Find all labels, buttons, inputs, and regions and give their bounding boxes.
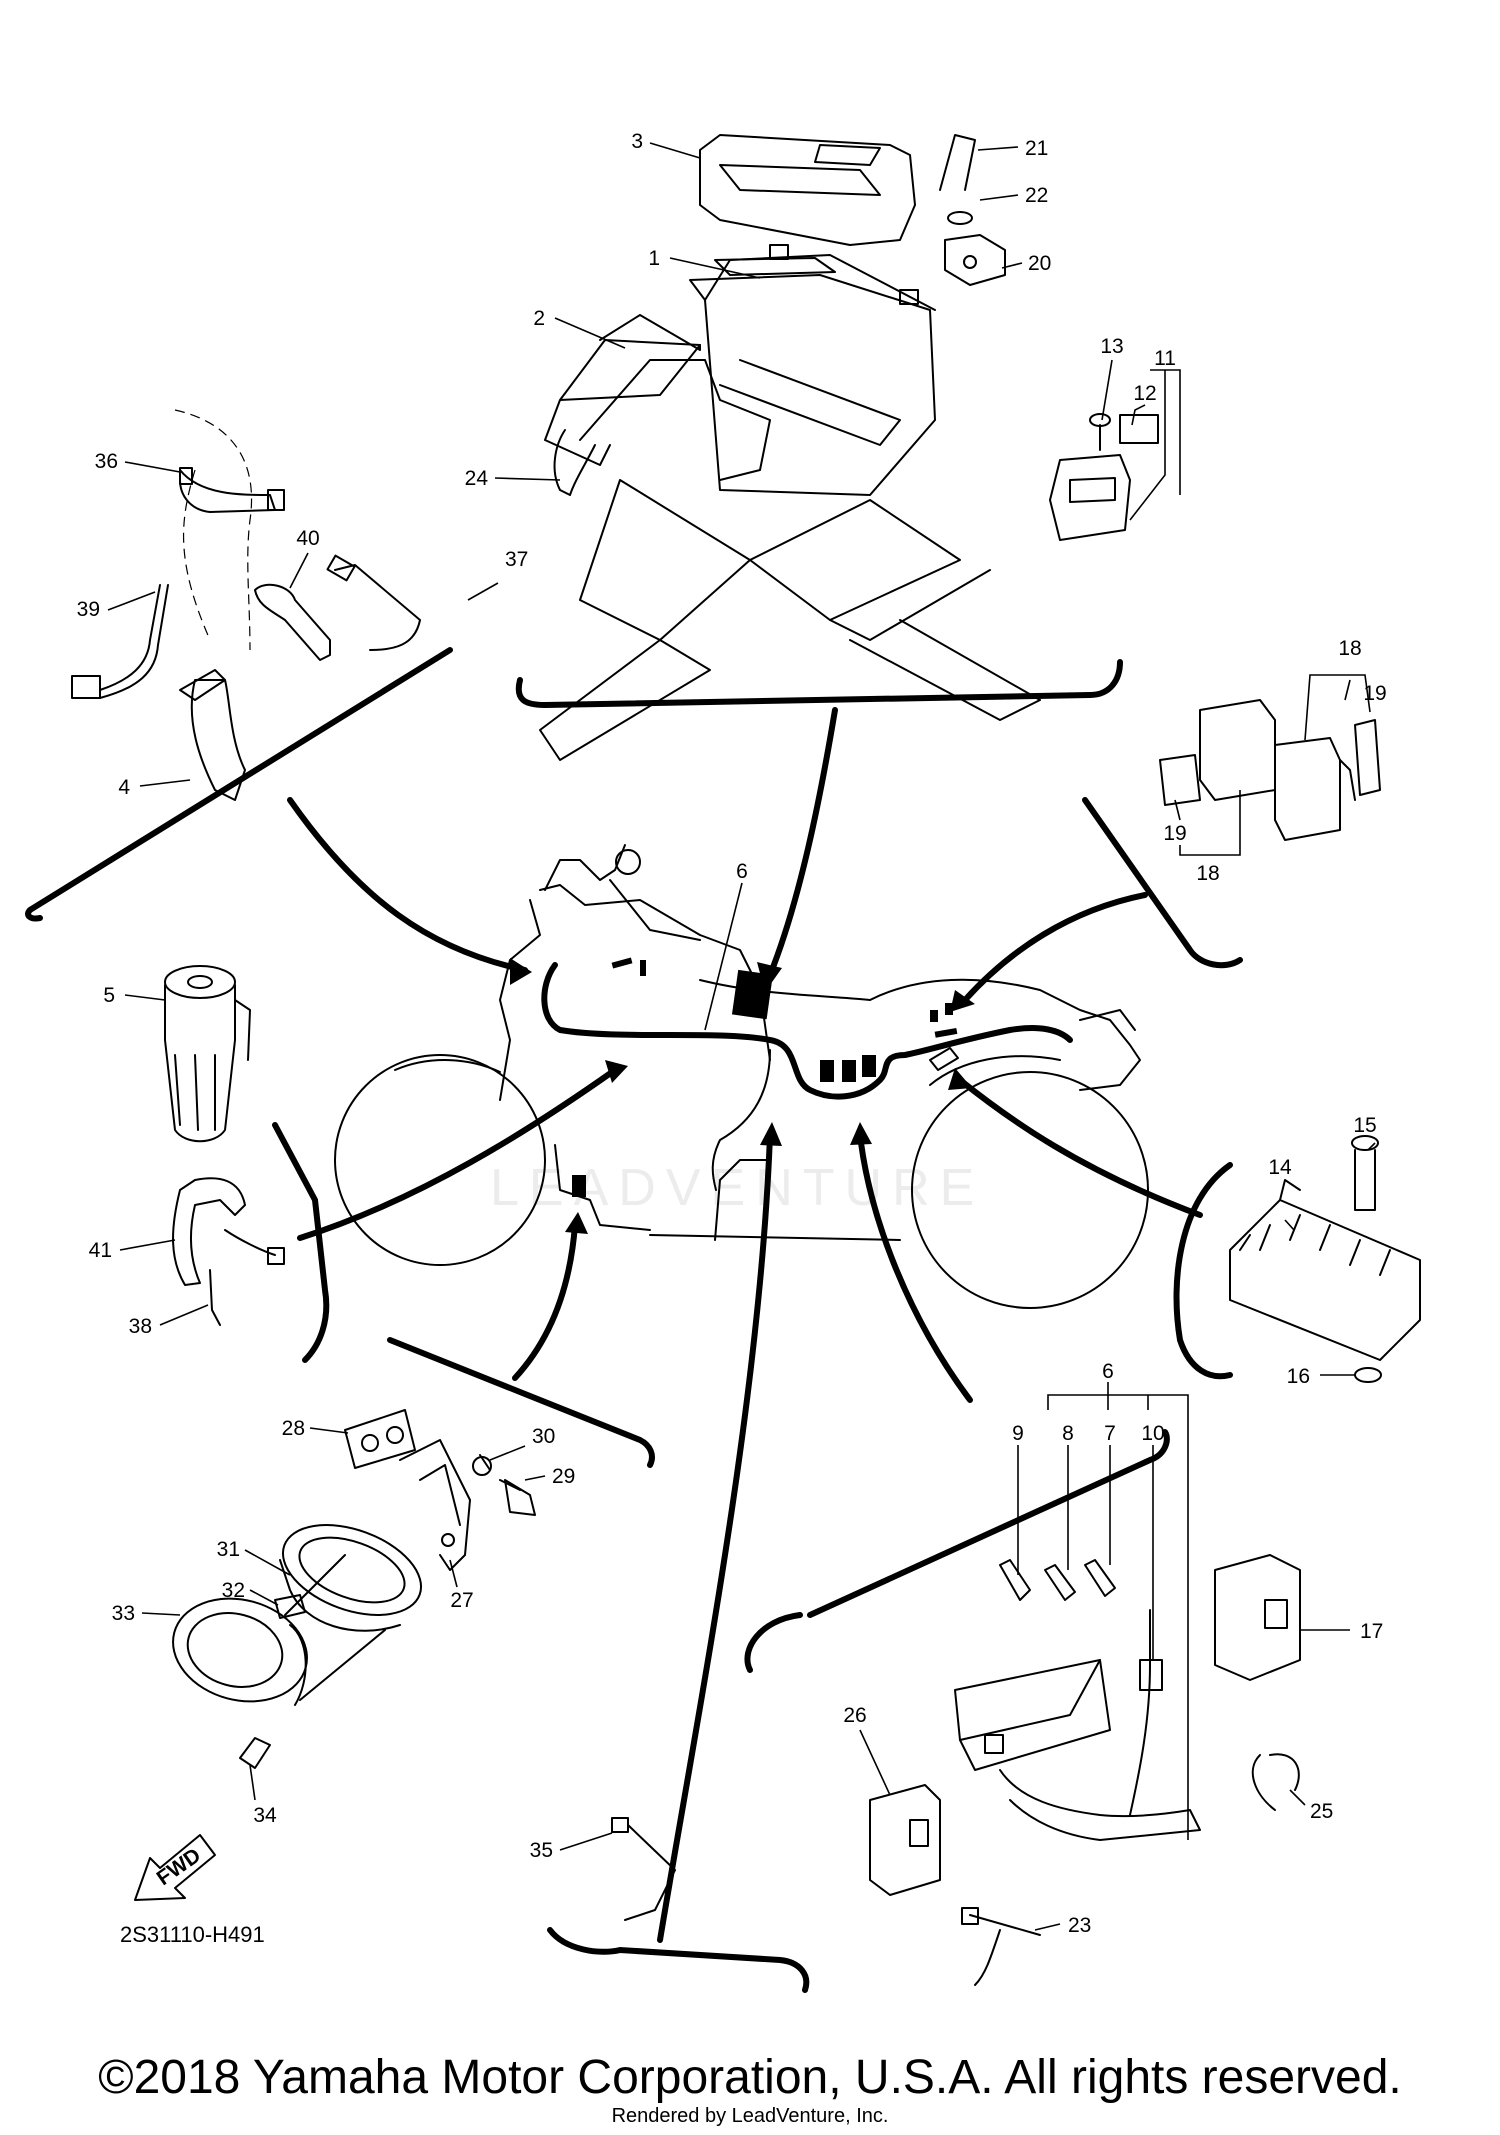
- callout-33: 33: [112, 1602, 135, 1625]
- callout-27: 27: [450, 1589, 473, 1612]
- callout-18-bottom: 18: [1196, 862, 1219, 885]
- callout-labels: 1 2 3 4 5 6 6 7 8 9 10 11 12 13 14 15 16…: [77, 130, 1387, 1937]
- callout-38: 38: [129, 1315, 152, 1338]
- rectifier-group: [1229, 1135, 1421, 1383]
- callout-29: 29: [552, 1465, 575, 1488]
- callout-12: 12: [1133, 382, 1156, 405]
- callout-6-fusebox: 6: [1102, 1360, 1114, 1383]
- callout-16: 16: [1287, 1365, 1310, 1388]
- callout-31: 31: [217, 1538, 240, 1561]
- callout-19-bottom: 19: [1163, 822, 1186, 845]
- callout-11: 11: [1154, 347, 1176, 370]
- callout-17: 17: [1360, 1620, 1383, 1643]
- fwd-arrow: FWD: [134, 1834, 216, 1901]
- diagram-code: 2S31110-H491: [120, 1922, 265, 1947]
- callout-2: 2: [533, 307, 545, 330]
- callout-34: 34: [253, 1804, 277, 1827]
- fuse-holder-group: [164, 965, 251, 1143]
- battery-group: [539, 134, 1159, 761]
- callout-37: 37: [505, 548, 528, 571]
- callout-1: 1: [648, 247, 660, 270]
- horn-group: [172, 1409, 536, 1769]
- callout-7: 7: [1104, 1422, 1116, 1445]
- callout-13: 13: [1100, 335, 1123, 358]
- callout-25: 25: [1310, 1800, 1333, 1823]
- group-brackets: [25, 647, 1243, 1993]
- motorcycle-outline: [334, 844, 1149, 1309]
- callout-5: 5: [103, 984, 115, 1007]
- callout-28: 28: [282, 1417, 305, 1440]
- copyright-notice: ©2018 Yamaha Motor Corporation, U.S.A. A…: [98, 2051, 1402, 2104]
- callout-4: 4: [118, 776, 130, 799]
- cable-tie-group: [611, 1817, 676, 1921]
- callout-35: 35: [530, 1839, 553, 1862]
- callout-41: 41: [89, 1239, 112, 1262]
- callout-40: 40: [296, 527, 319, 550]
- callout-3: 3: [631, 130, 643, 153]
- callout-36: 36: [95, 450, 118, 473]
- callout-22: 22: [1025, 184, 1048, 207]
- fwd-label: FWD: [153, 1844, 205, 1890]
- callout-24: 24: [465, 467, 489, 490]
- callout-30: 30: [532, 1425, 555, 1448]
- hose-group: [172, 1177, 285, 1326]
- callout-32: 32: [222, 1579, 245, 1602]
- rendered-by-credit: Rendered by LeadVenture, Inc.: [611, 2105, 889, 2127]
- callout-23: 23: [1068, 1914, 1091, 1937]
- callout-10: 10: [1141, 1422, 1164, 1445]
- callout-6-harness: 6: [736, 860, 748, 883]
- callout-19-top: 19: [1363, 682, 1386, 705]
- fuse-box-group: [869, 1554, 1301, 1986]
- callout-14: 14: [1268, 1156, 1292, 1179]
- parts-diagram: LEADVENTURE: [25, 130, 1421, 1993]
- relay-group: [1159, 699, 1381, 841]
- callout-8: 8: [1062, 1422, 1074, 1445]
- callout-9: 9: [1012, 1422, 1024, 1445]
- callout-20: 20: [1028, 252, 1051, 275]
- watermark-text: LEADVENTURE: [490, 1159, 984, 1217]
- callout-18-top: 18: [1338, 637, 1361, 660]
- callout-39: 39: [77, 598, 100, 621]
- leader-lines: [107, 142, 1376, 1931]
- callout-21: 21: [1025, 137, 1048, 160]
- harness-clamp-group: [71, 409, 421, 801]
- callout-15: 15: [1353, 1114, 1376, 1137]
- callout-26: 26: [843, 1704, 866, 1727]
